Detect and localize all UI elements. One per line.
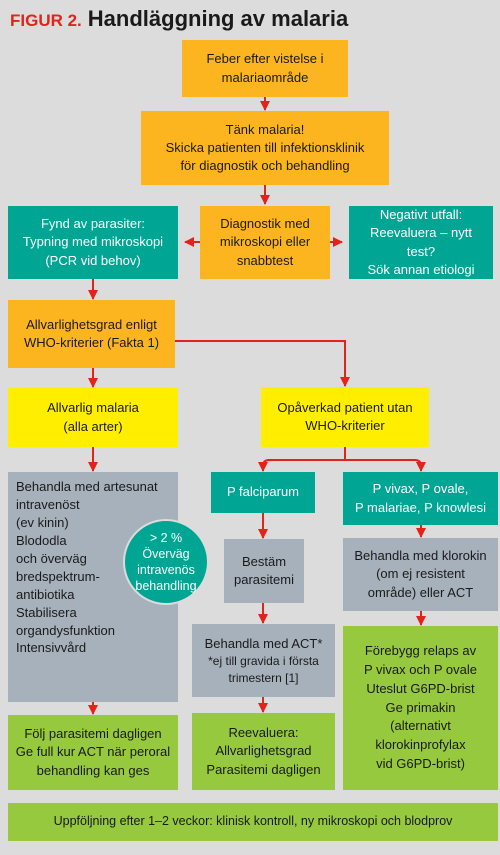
box-p-falciparum: P falciparum [211, 472, 315, 513]
box-diagnostics: Diagnostik med mikroskopi eller snabbtes… [200, 206, 330, 279]
connector-severity-to-unaffected [175, 340, 350, 387]
box-determine-parasitemia: Bestäm parasitemi [224, 539, 304, 603]
box-negative-result: Negativt utfall: Reevaluera – nytt test?… [349, 206, 493, 279]
box-act-treatment: Behandla med ACT* *ej till gravida i för… [192, 624, 335, 697]
box-parasites-found: Fynd av parasiter: Typning med mikroskop… [8, 206, 178, 279]
figure-title: FIGUR 2. Handläggning av malaria [10, 6, 348, 34]
box-severe-malaria: Allvarlig malaria (alla arter) [8, 388, 178, 447]
box-reevaluate: Reevaluera: Allvarlighetsgrad Parasitemi… [192, 713, 335, 790]
box-follow-parasitemia: Följ parasitemi dagligen Ge full kur ACT… [8, 715, 178, 790]
box-chloroquine-treatment: Behandla med klorokin (om ej resistent o… [343, 538, 498, 611]
box-prevent-relapse: Förebygg relaps av P vivax och P ovale U… [343, 626, 498, 790]
figure-heading: Handläggning av malaria [87, 6, 349, 31]
box-fever-after-travel: Feber efter vistelse i malariaområde [182, 40, 348, 97]
box-think-malaria: Tänk malaria! Skicka patienten till infe… [141, 111, 389, 185]
connector-unaffected-split [262, 447, 422, 471]
box-severity-who: Allvarlighetsgrad enligt WHO-kriterier (… [8, 300, 175, 368]
box-unaffected-patient: Opåverkad patient utan WHO-kriterier [261, 387, 429, 447]
circle-consider-iv-treatment: > 2 % Överväg intravenös behandling [123, 519, 209, 605]
box-follow-up-1-2-weeks: Uppföljning efter 1–2 veckor: klinisk ko… [8, 803, 498, 841]
box-p-vivax-ovale-malariae-knowlesi: P vivax, P ovale, P malariae, P knowlesi [343, 472, 498, 525]
figure-number: FIGUR 2. [10, 11, 82, 30]
